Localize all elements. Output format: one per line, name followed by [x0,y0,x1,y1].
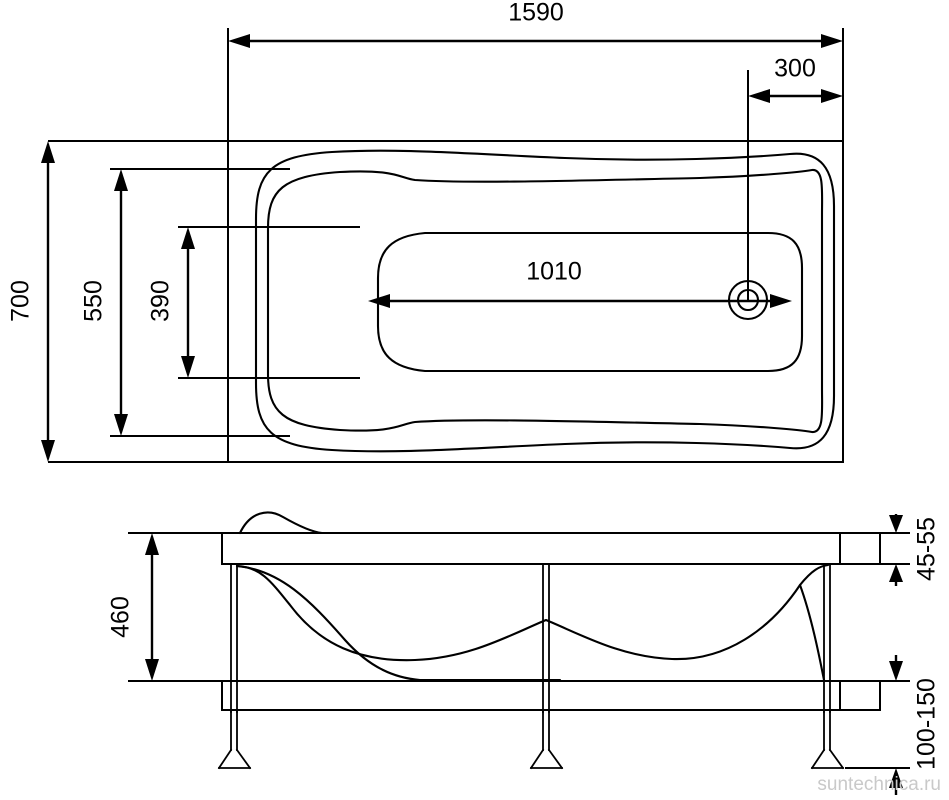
arrow-left [748,89,770,103]
dimension-label-overall-width: 700 [7,280,35,322]
top-view: 1590 300 700 550 [7,0,844,463]
side-view: 460 45-55 100-150 [107,511,941,795]
arrow-down [889,515,903,533]
dimension-drain-offset: 300 [747,55,843,300]
arrow-right [821,89,843,103]
leg-middle [529,709,564,770]
tub-rim [221,511,881,565]
arrow-down [181,356,195,378]
arrow-down [145,659,159,681]
dimension-leg-height: 100-150 [845,655,941,795]
arrow-left [368,294,390,308]
dimension-overall-width: 700 [7,140,228,463]
dimension-bowl-length: 1010 [368,258,792,308]
leg-right [810,709,845,770]
arrow-up [145,533,159,555]
dimension-height: 460 [107,532,240,682]
dimension-rim-thickness: 45-55 [880,514,941,586]
top-view-outline [227,140,844,463]
arrow-down [889,661,903,681]
dimension-bowl-width: 390 [147,226,360,379]
tub-outer-shell [254,149,836,453]
arrow-right [770,294,792,308]
dimension-label-inner-width: 550 [80,280,108,322]
arrow-down [41,440,55,462]
dimension-inner-width: 550 [80,168,290,437]
arrow-up [41,141,55,163]
arrow-down [114,414,128,436]
bottom-frame-rail [221,680,881,711]
dimension-label-bowl-width: 390 [147,280,175,322]
leg-left [217,709,252,770]
tub-inner-shell [266,168,824,434]
arrow-left [228,34,250,48]
dimension-label-overall-length: 1590 [508,0,564,27]
dimension-label-leg-height: 100-150 [913,678,941,770]
arrow-up [114,169,128,191]
tub-bowl-outline [376,231,804,373]
arrow-up [181,227,195,249]
frame-uprights [230,563,831,713]
tub-profile [235,563,830,682]
watermark: suntechnica.ru [817,774,941,795]
dimension-label-rim-thickness: 45-55 [913,517,941,581]
dimension-label-bowl-length: 1010 [526,258,582,286]
dimension-overall-length: 1590 [227,0,844,141]
dimension-label-height: 460 [107,596,135,638]
dimension-label-drain-offset: 300 [774,55,816,83]
arrow-up [889,564,903,582]
arrow-right [821,34,843,48]
arrow-up [889,768,903,788]
